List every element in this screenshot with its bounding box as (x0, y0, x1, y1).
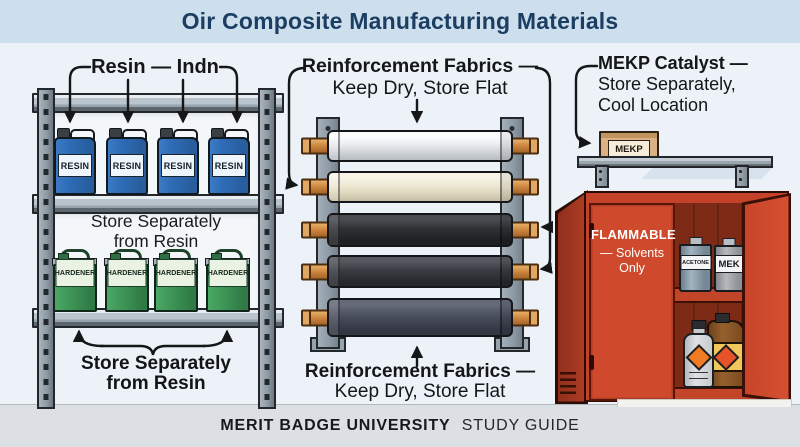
roll-body (327, 130, 513, 162)
roll-body (327, 213, 513, 247)
spindle-icon (509, 221, 539, 239)
jug-label: RESIN (110, 154, 144, 177)
spindle-icon (509, 178, 539, 196)
resin-jug: RESIN (54, 128, 96, 195)
cabinet-plinth (617, 399, 792, 407)
arrow-mekp (574, 64, 599, 149)
footer-subtitle: STUDY GUIDE (461, 417, 580, 434)
page-title: Oir Composite Manufacturing Materials (181, 8, 619, 34)
fabric-roll-white (301, 130, 539, 162)
vent-slats-icon (560, 372, 576, 394)
flammable-sign: FLAMMABLE — Solvents Only (591, 227, 677, 275)
jug-cap-icon (715, 313, 730, 323)
hazard-label (710, 342, 742, 372)
note-store-separately-bottom: Store Separately from Resin (81, 353, 231, 394)
shelf-post-left (37, 88, 55, 409)
spindle-icon (509, 137, 539, 155)
spindle-icon (301, 309, 331, 326)
jug-label: RESIN (161, 154, 195, 177)
hinge-icon (589, 223, 594, 238)
roll-body (327, 171, 513, 203)
can-label: HARDENER (156, 259, 196, 287)
cabinet-side-panel (555, 190, 588, 404)
callout-fabrics-top: Reinforcement Fabrics — Keep Dry, Store … (301, 55, 539, 99)
resin-jug: RESIN (106, 128, 148, 195)
hinge-icon (589, 355, 594, 370)
callout-mekp: MEKP Catalyst — Store Separately, Cool L… (598, 53, 748, 115)
header-band: Oir Composite Manufacturing Materials (0, 0, 800, 43)
jug-label: RESIN (212, 154, 246, 177)
shelf-bracket-left (595, 165, 609, 188)
hardener-can: HARDENER (153, 249, 199, 312)
can-label: HARDENER (208, 259, 248, 287)
can-label: HARDENER (55, 259, 95, 287)
jug-label: RESIN (58, 154, 92, 177)
shelf-beam-middle (32, 194, 284, 214)
roll-body (327, 255, 513, 288)
can-label: ACETONE (680, 255, 711, 270)
hardener-can: HARDENER (52, 249, 98, 312)
fabric-roll-slate (301, 298, 539, 337)
fabric-roll-black (301, 213, 539, 247)
acetone-can: ACETONE (679, 237, 712, 292)
fabric-roll-cream (301, 171, 539, 203)
can-label: MEK (715, 255, 743, 273)
shelf-post-right (258, 88, 276, 409)
resin-jug: RESIN (157, 128, 199, 195)
resin-jug: RESIN (208, 128, 250, 195)
footer-text: MERIT BADGE UNIVERSITY STUDY GUIDE (0, 417, 800, 435)
cabinet-bottom-lip (671, 387, 745, 399)
hazard-diamond-icon (685, 344, 712, 371)
solvent-bottle-white (683, 320, 714, 388)
note-store-separately-top: Store Separately from Resin (90, 211, 222, 251)
bottle-body (683, 333, 714, 388)
brace-hardener-left (72, 329, 105, 348)
cabinet-door-right (742, 193, 791, 403)
spindle-icon (509, 263, 539, 280)
spindle-icon (509, 309, 539, 326)
hardener-can: HARDENER (104, 249, 150, 312)
callout-fabrics-bottom: Reinforcement Fabrics — Keep Dry, Store … (304, 361, 536, 402)
hardener-can: HARDENER (205, 249, 251, 312)
shelf-beam-top (32, 93, 284, 113)
footer-brand: MERIT BADGE UNIVERSITY (220, 417, 451, 434)
floor (0, 404, 800, 447)
shelf-bracket-right (735, 165, 749, 188)
mek-can: MEK (714, 238, 744, 292)
hazard-diamond-icon (712, 343, 740, 371)
brace-hardener-right (201, 329, 234, 348)
wall-shelf (577, 156, 773, 168)
cabinet-door-left: FLAMMABLE — Solvents Only (589, 203, 677, 401)
callout-resin: Resin — Indn (91, 56, 219, 78)
roll-body (327, 298, 513, 337)
can-label: HARDENER (107, 259, 147, 287)
fabric-roll-darkgray (301, 255, 539, 288)
